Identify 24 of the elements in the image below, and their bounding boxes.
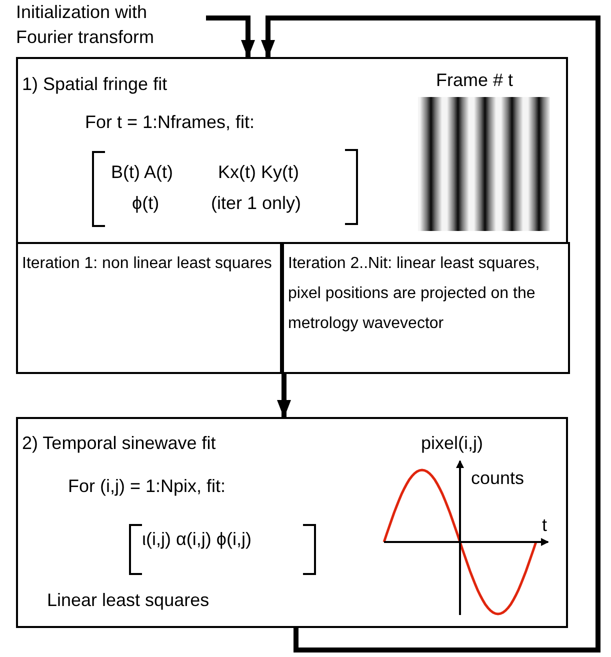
method-text: Linear least squares (47, 589, 210, 611)
loop-text: For t = 1:Nframes, fit: (85, 111, 255, 133)
parameter-text: ϕ(t) (132, 192, 160, 214)
process-box (16, 57, 568, 372)
axis-label: t (542, 514, 548, 536)
input-label: Initialization with Fourier transform (16, 1, 156, 49)
process-box (282, 242, 570, 374)
step-title: 1) Spatial fringe fit (22, 73, 168, 95)
parameter-text: ι(i,j) α(i,j) ϕ(i,j) (142, 528, 252, 550)
parameter-text: Kx(t) Ky(t) (218, 161, 299, 183)
axis-label: pixel(i,j) (421, 432, 484, 454)
loop-text: For (i,j) = 1:Npix, fit: (68, 475, 226, 497)
step-title: 2) Temporal sinewave fit (22, 432, 216, 454)
arrow (206, 16, 255, 58)
method-text: Iteration 1: non linear least squares (21, 254, 273, 274)
method-text: Iteration 2..Nit: linear least squares, pixel positions are projected on the metrology wavevector (287, 254, 541, 334)
arrow (277, 372, 291, 418)
parameter-text: B(t) A(t) (111, 161, 173, 183)
image-caption: Frame # t (436, 69, 514, 91)
axis-label: counts (471, 467, 524, 489)
parameter-text: (iter 1 only) (211, 192, 302, 214)
arrow (261, 16, 600, 652)
process-box (16, 242, 282, 374)
process-box (16, 417, 568, 628)
